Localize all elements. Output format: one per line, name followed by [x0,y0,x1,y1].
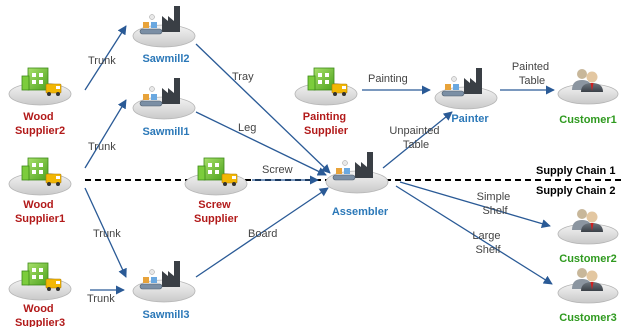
edge-wood1-sawmill1 [84,99,127,169]
node-label-wood-supplier3: Wood Supplier3 [15,303,65,327]
edge-label-leg: Leg [238,122,256,134]
factory-icon [325,151,389,194]
node-label-screw-supplier: Screw Supplier [194,199,239,225]
edge-sawmill3-assembler [195,187,329,278]
node-label-wood-supplier1: Wood Supplier1 [15,199,65,225]
building-truck-icon [8,157,72,196]
edge-label-large-shelf-line2: Shelf [475,244,501,256]
edge-assembler-painter [382,111,453,169]
node-label-sawmill1: Sawmill1 [142,126,189,138]
building-truck-icon [8,67,72,106]
building-truck-icon [184,157,248,196]
node-painter: Painter [434,67,498,125]
node-customer2: Customer2 [557,208,619,265]
node-wood-supplier1: Wood Supplier1 [8,157,72,225]
edge-labels: Trunk Trunk Trunk Trunk Tray Leg Screw B… [87,55,552,305]
edge-label-board: Board [248,228,277,240]
node-label-assembler: Assembler [332,206,389,218]
node-wood-supplier3: Wood Supplier3 [8,262,72,327]
node-sawmill3: Sawmill3 [132,260,196,321]
factory-icon [434,67,498,110]
edge-label-large-shelf-line1: Large [472,230,500,242]
node-sawmill1: Sawmill1 [132,77,196,138]
edge-label-painted-table-line1: Painted [512,61,549,73]
building-truck-icon [294,67,358,106]
customer-icon [557,208,619,245]
edge-label-unpainted-table: Unpainted Table [389,125,442,151]
node-label-painter: Painter [451,113,489,125]
edge-wood2-sawmill2 [84,25,127,91]
node-label-customer3: Customer3 [559,312,616,324]
node-assembler: Assembler [325,151,389,218]
edge-label-trunk-bottom: Trunk [87,293,115,305]
node-label-wood-supplier2: Wood Supplier2 [15,111,65,137]
node-screw-supplier: Screw Supplier [184,157,248,225]
node-customer3: Customer3 [557,267,619,324]
node-customer1: Customer1 [557,68,619,126]
node-label-sawmill3: Sawmill3 [142,309,189,321]
factory-icon [132,5,196,48]
edge-wood1-sawmill3 [84,187,127,278]
factory-icon [132,77,196,120]
node-label-customer1: Customer1 [559,114,616,126]
edge-label-tray: Tray [232,71,254,83]
node-label-painting-supplier: Painting Supplier [303,111,349,137]
edge-label-trunk-top: Trunk [88,55,116,67]
node-label-sawmill2: Sawmill2 [142,53,189,65]
edge-assembler-customer3 [395,185,553,285]
edges [84,25,555,295]
factory-icon [132,260,196,303]
edge-label-unpainted-table-line1: Unpainted [389,125,439,137]
customer-icon [557,267,619,304]
edge-label-simple-shelf: Simple Shelf [477,191,514,217]
node-wood-supplier2: Wood Supplier2 [8,67,72,137]
edge-label-simple-shelf-line2: Shelf [482,205,508,217]
edge-label-large-shelf: Large Shelf [472,230,503,256]
supply-chain-2-label: Supply Chain 2 [536,185,615,197]
edge-label-painting: Painting [368,73,408,85]
edge-label-painted-table-line2: Table [519,75,545,87]
edge-assembler-customer2 [399,181,551,229]
edge-label-trunk-low: Trunk [93,228,121,240]
node-sawmill2: Sawmill2 [132,5,196,65]
edge-sawmill2-assembler [195,43,331,174]
building-truck-icon [8,262,72,301]
edge-label-painted-table: Painted Table [512,61,552,87]
node-label-customer2: Customer2 [559,253,616,265]
customer-icon [557,68,619,105]
edge-label-screw: Screw [262,164,293,176]
edge-label-trunk-mid: Trunk [88,141,116,153]
node-painting-supplier: Painting Supplier [294,67,358,137]
edge-label-unpainted-table-line2: Table [403,139,429,151]
edge-label-simple-shelf-line1: Simple [477,191,511,203]
edge-sawmill1-assembler [195,111,327,176]
supply-chain-1-label: Supply Chain 1 [536,165,615,177]
